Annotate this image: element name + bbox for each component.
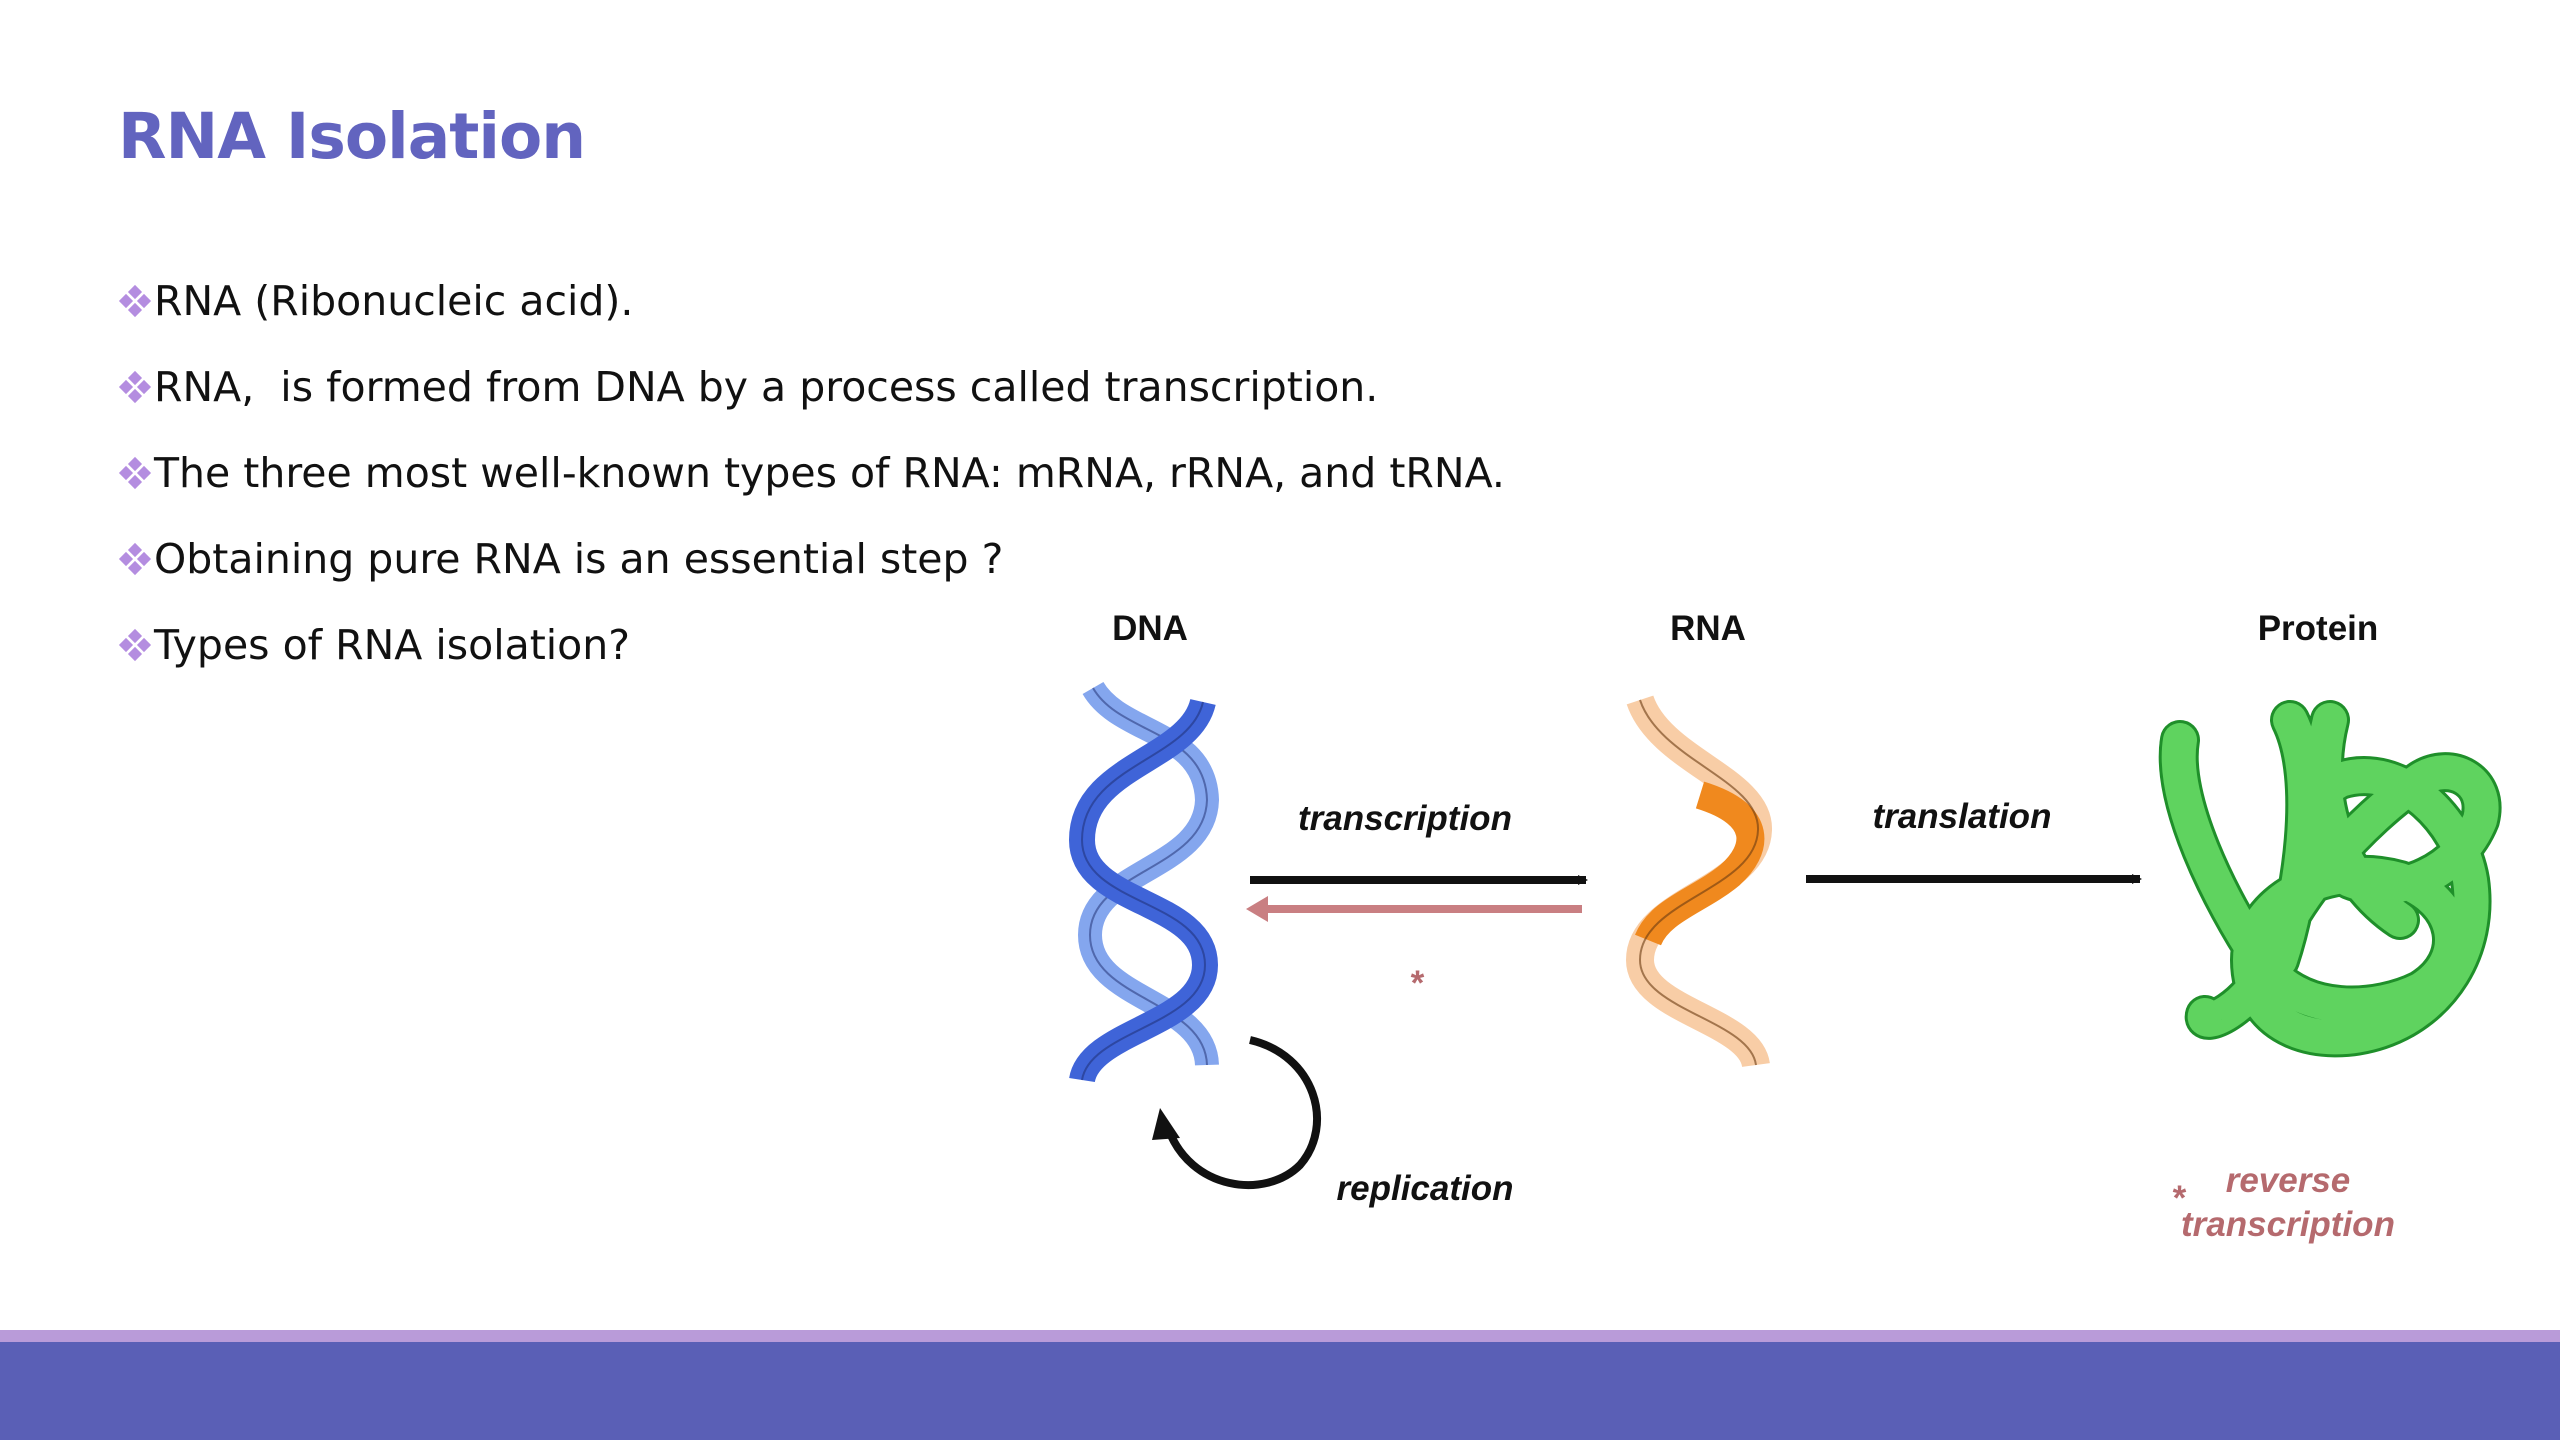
dna-label: DNA <box>1112 609 1188 648</box>
list-item: The three most well-known types of RNA: … <box>118 430 1505 516</box>
list-item: RNA (Ribonucleic acid). <box>118 258 1505 344</box>
dna-helix-icon <box>1069 681 1219 1084</box>
bullet-text: Obtaining pure RNA is an essential step … <box>154 535 1004 583</box>
central-dogma-diagram: DNA RNA Protein transcription * translat… <box>1069 609 2502 1244</box>
rna-strand-icon <box>1625 694 1772 1069</box>
slide-title: RNA Isolation <box>118 100 586 173</box>
bullet-list: RNA (Ribonucleic acid). RNA, is formed f… <box>118 258 1505 688</box>
diamond-bullet-icon <box>118 456 152 490</box>
footnote-line-1: reverse <box>2226 1161 2351 1200</box>
diamond-bullet-icon <box>118 542 152 576</box>
reverse-marker: * <box>1409 964 1424 1003</box>
reverse-arrowhead <box>1246 896 1268 922</box>
bullet-text: RNA, is formed from DNA by a process cal… <box>154 363 1379 411</box>
diamond-bullet-icon <box>118 370 152 404</box>
footer-bar <box>0 1342 2560 1440</box>
bullet-text: RNA (Ribonucleic acid). <box>154 277 634 325</box>
footer-accent-line <box>0 1330 2560 1342</box>
bullet-text: The three most well-known types of RNA: … <box>154 449 1505 497</box>
transcription-label: transcription <box>1298 799 1512 838</box>
translation-label: translation <box>1873 797 2052 836</box>
replication-label: replication <box>1337 1169 1514 1208</box>
list-item: RNA, is formed from DNA by a process cal… <box>118 344 1505 430</box>
bullet-text: Types of RNA isolation? <box>154 621 631 669</box>
rna-label: RNA <box>1670 609 1746 648</box>
replication-arrow <box>1152 1036 1321 1189</box>
protein-fold-icon <box>2158 700 2502 1058</box>
list-item: Types of RNA isolation? <box>118 602 1505 688</box>
diamond-bullet-icon <box>118 284 152 318</box>
diamond-bullet-icon <box>118 628 152 662</box>
list-item: Obtaining pure RNA is an essential step … <box>118 516 1505 602</box>
protein-label: Protein <box>2258 609 2379 648</box>
footnote-line-2: transcription <box>2181 1205 2395 1244</box>
footnote-marker: * <box>2171 1179 2186 1218</box>
